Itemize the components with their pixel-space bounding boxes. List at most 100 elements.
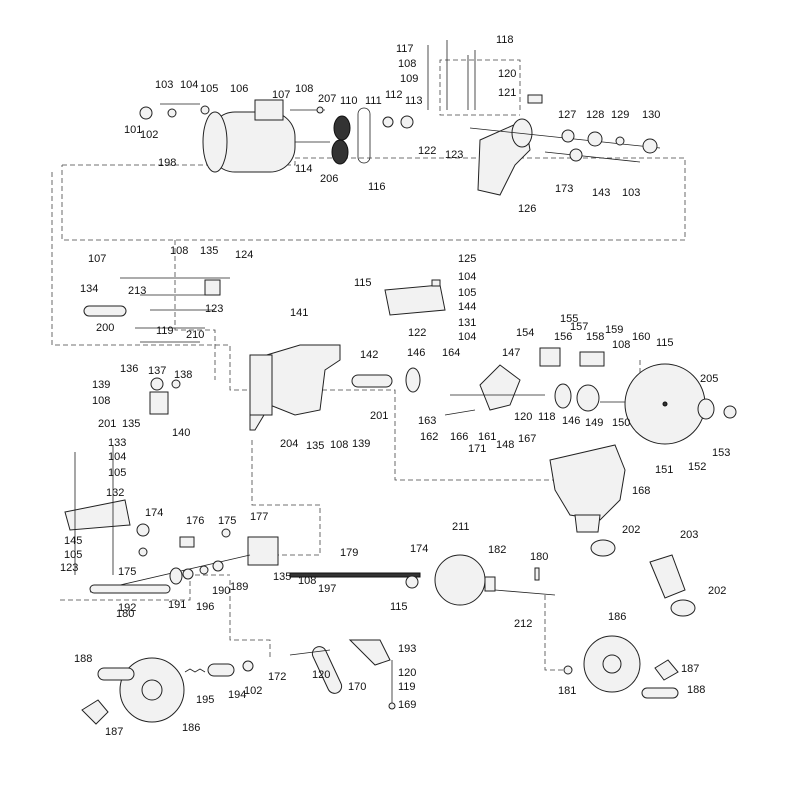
part-number-label: 202 (708, 585, 726, 597)
pulley-116 (331, 139, 349, 165)
washer-138 (171, 379, 181, 389)
part-number-label: 109 (400, 73, 418, 85)
part-number-label: 158 (586, 331, 604, 343)
washer-102 (167, 108, 177, 118)
part-number-label: 160 (632, 331, 650, 343)
part-number-label: 112 (385, 89, 403, 101)
part-number-label: 104 (458, 331, 476, 343)
part-number-label: 168 (632, 485, 650, 497)
clamp-202-upper (590, 539, 616, 557)
blade-guard-assembly (539, 347, 737, 533)
part-number-label: 201 (370, 410, 388, 422)
bushing-127 (561, 129, 575, 143)
base-assembly (64, 445, 556, 606)
part-number-label: 119 (398, 681, 416, 693)
washer-113 (400, 115, 414, 129)
part-number-label: 121 (498, 87, 516, 99)
part-number-label: 139 (352, 438, 370, 450)
part-number-label: 174 (145, 507, 163, 519)
part-number-label: 122 (408, 327, 426, 339)
part-number-label: 194 (228, 689, 246, 701)
part-number-label: 105 (458, 287, 476, 299)
part-number-label: 119 (156, 325, 174, 337)
part-number-label: 205 (700, 373, 718, 385)
part-number-label: 175 (218, 515, 236, 527)
part-number-label: 138 (174, 369, 192, 381)
flange-152 (697, 398, 715, 420)
handle-188-right (641, 687, 679, 699)
part-number-label: 110 (340, 95, 358, 107)
part-number-label: 172 (268, 671, 286, 683)
part-number-label: 187 (105, 726, 123, 738)
part-number-label: 108 (398, 58, 416, 70)
handwheel-assembly (81, 635, 679, 725)
part-number-label: 188 (74, 653, 92, 665)
part-number-label: 147 (502, 347, 520, 359)
part-number-label: 182 (488, 544, 506, 556)
lock-lever-assembly (289, 639, 396, 710)
knob-187-right (654, 659, 679, 681)
part-number-label: 167 (518, 433, 536, 445)
part-number-label: 123 (60, 562, 78, 574)
part-number-label: 115 (390, 601, 408, 613)
bracket-124 (204, 279, 221, 296)
part-number-label: 140 (172, 427, 190, 439)
ring-146-right (554, 383, 572, 409)
shaft-192 (89, 584, 171, 594)
part-number-label: 126 (518, 203, 536, 215)
part-number-label: 115 (656, 337, 674, 349)
part-number-label: 128 (586, 109, 604, 121)
part-number-label: 156 (554, 331, 572, 343)
ring-175-left (138, 547, 148, 557)
part-number-label: 115 (354, 277, 372, 289)
part-number-label: 173 (555, 183, 573, 195)
part-number-label: 120 (398, 667, 416, 679)
plate-155 (539, 347, 561, 367)
part-number-label: 135 (122, 418, 140, 430)
part-number-label: 161 (478, 431, 496, 443)
part-number-label: 120 (514, 411, 532, 423)
part-number-label: 162 (420, 431, 438, 443)
part-number-label: 180 (116, 608, 134, 620)
part-number-label: 179 (340, 547, 358, 559)
part-number-label: 141 (290, 307, 308, 319)
part-number-label: 149 (585, 417, 603, 429)
part-number-label: 127 (558, 109, 576, 121)
part-number-label: 105 (200, 83, 218, 95)
part-number-label: 108 (612, 339, 630, 351)
part-number-label: 144 (458, 301, 476, 313)
handle-188-left (97, 667, 135, 681)
part-number-label: 107 (272, 89, 290, 101)
part-number-label: 131 (458, 317, 476, 329)
part-number-label: 163 (418, 415, 436, 427)
belt-111 (357, 107, 371, 164)
part-number-label: 133 (108, 437, 126, 449)
part-number-label: 207 (318, 93, 336, 105)
part-number-label: 151 (655, 464, 673, 476)
part-number-label: 143 (592, 187, 610, 199)
part-number-label: 197 (318, 583, 336, 595)
part-number-label: 155 (560, 313, 578, 325)
part-number-label: 103 (155, 79, 173, 91)
spring-195 (184, 668, 206, 673)
part-number-label: 122 (418, 145, 436, 157)
dust-port-assembly (590, 539, 696, 617)
part-number-label: 104 (458, 271, 476, 283)
spacer-129 (615, 136, 625, 146)
part-number-label: 139 (92, 379, 110, 391)
part-number-label: 135 (306, 440, 324, 452)
part-number-label: 120 (312, 669, 330, 681)
part-number-label: 142 (360, 349, 378, 361)
plate-158 (579, 351, 605, 367)
part-number-label: 123 (445, 149, 463, 161)
part-number-label: 181 (558, 685, 576, 697)
part-number-label: 135 (273, 571, 291, 583)
part-number-label: 166 (450, 431, 468, 443)
bracket-177 (247, 536, 279, 566)
bracket-147 (479, 364, 521, 411)
washer-128 (587, 131, 603, 147)
ring-175-right (221, 528, 231, 538)
